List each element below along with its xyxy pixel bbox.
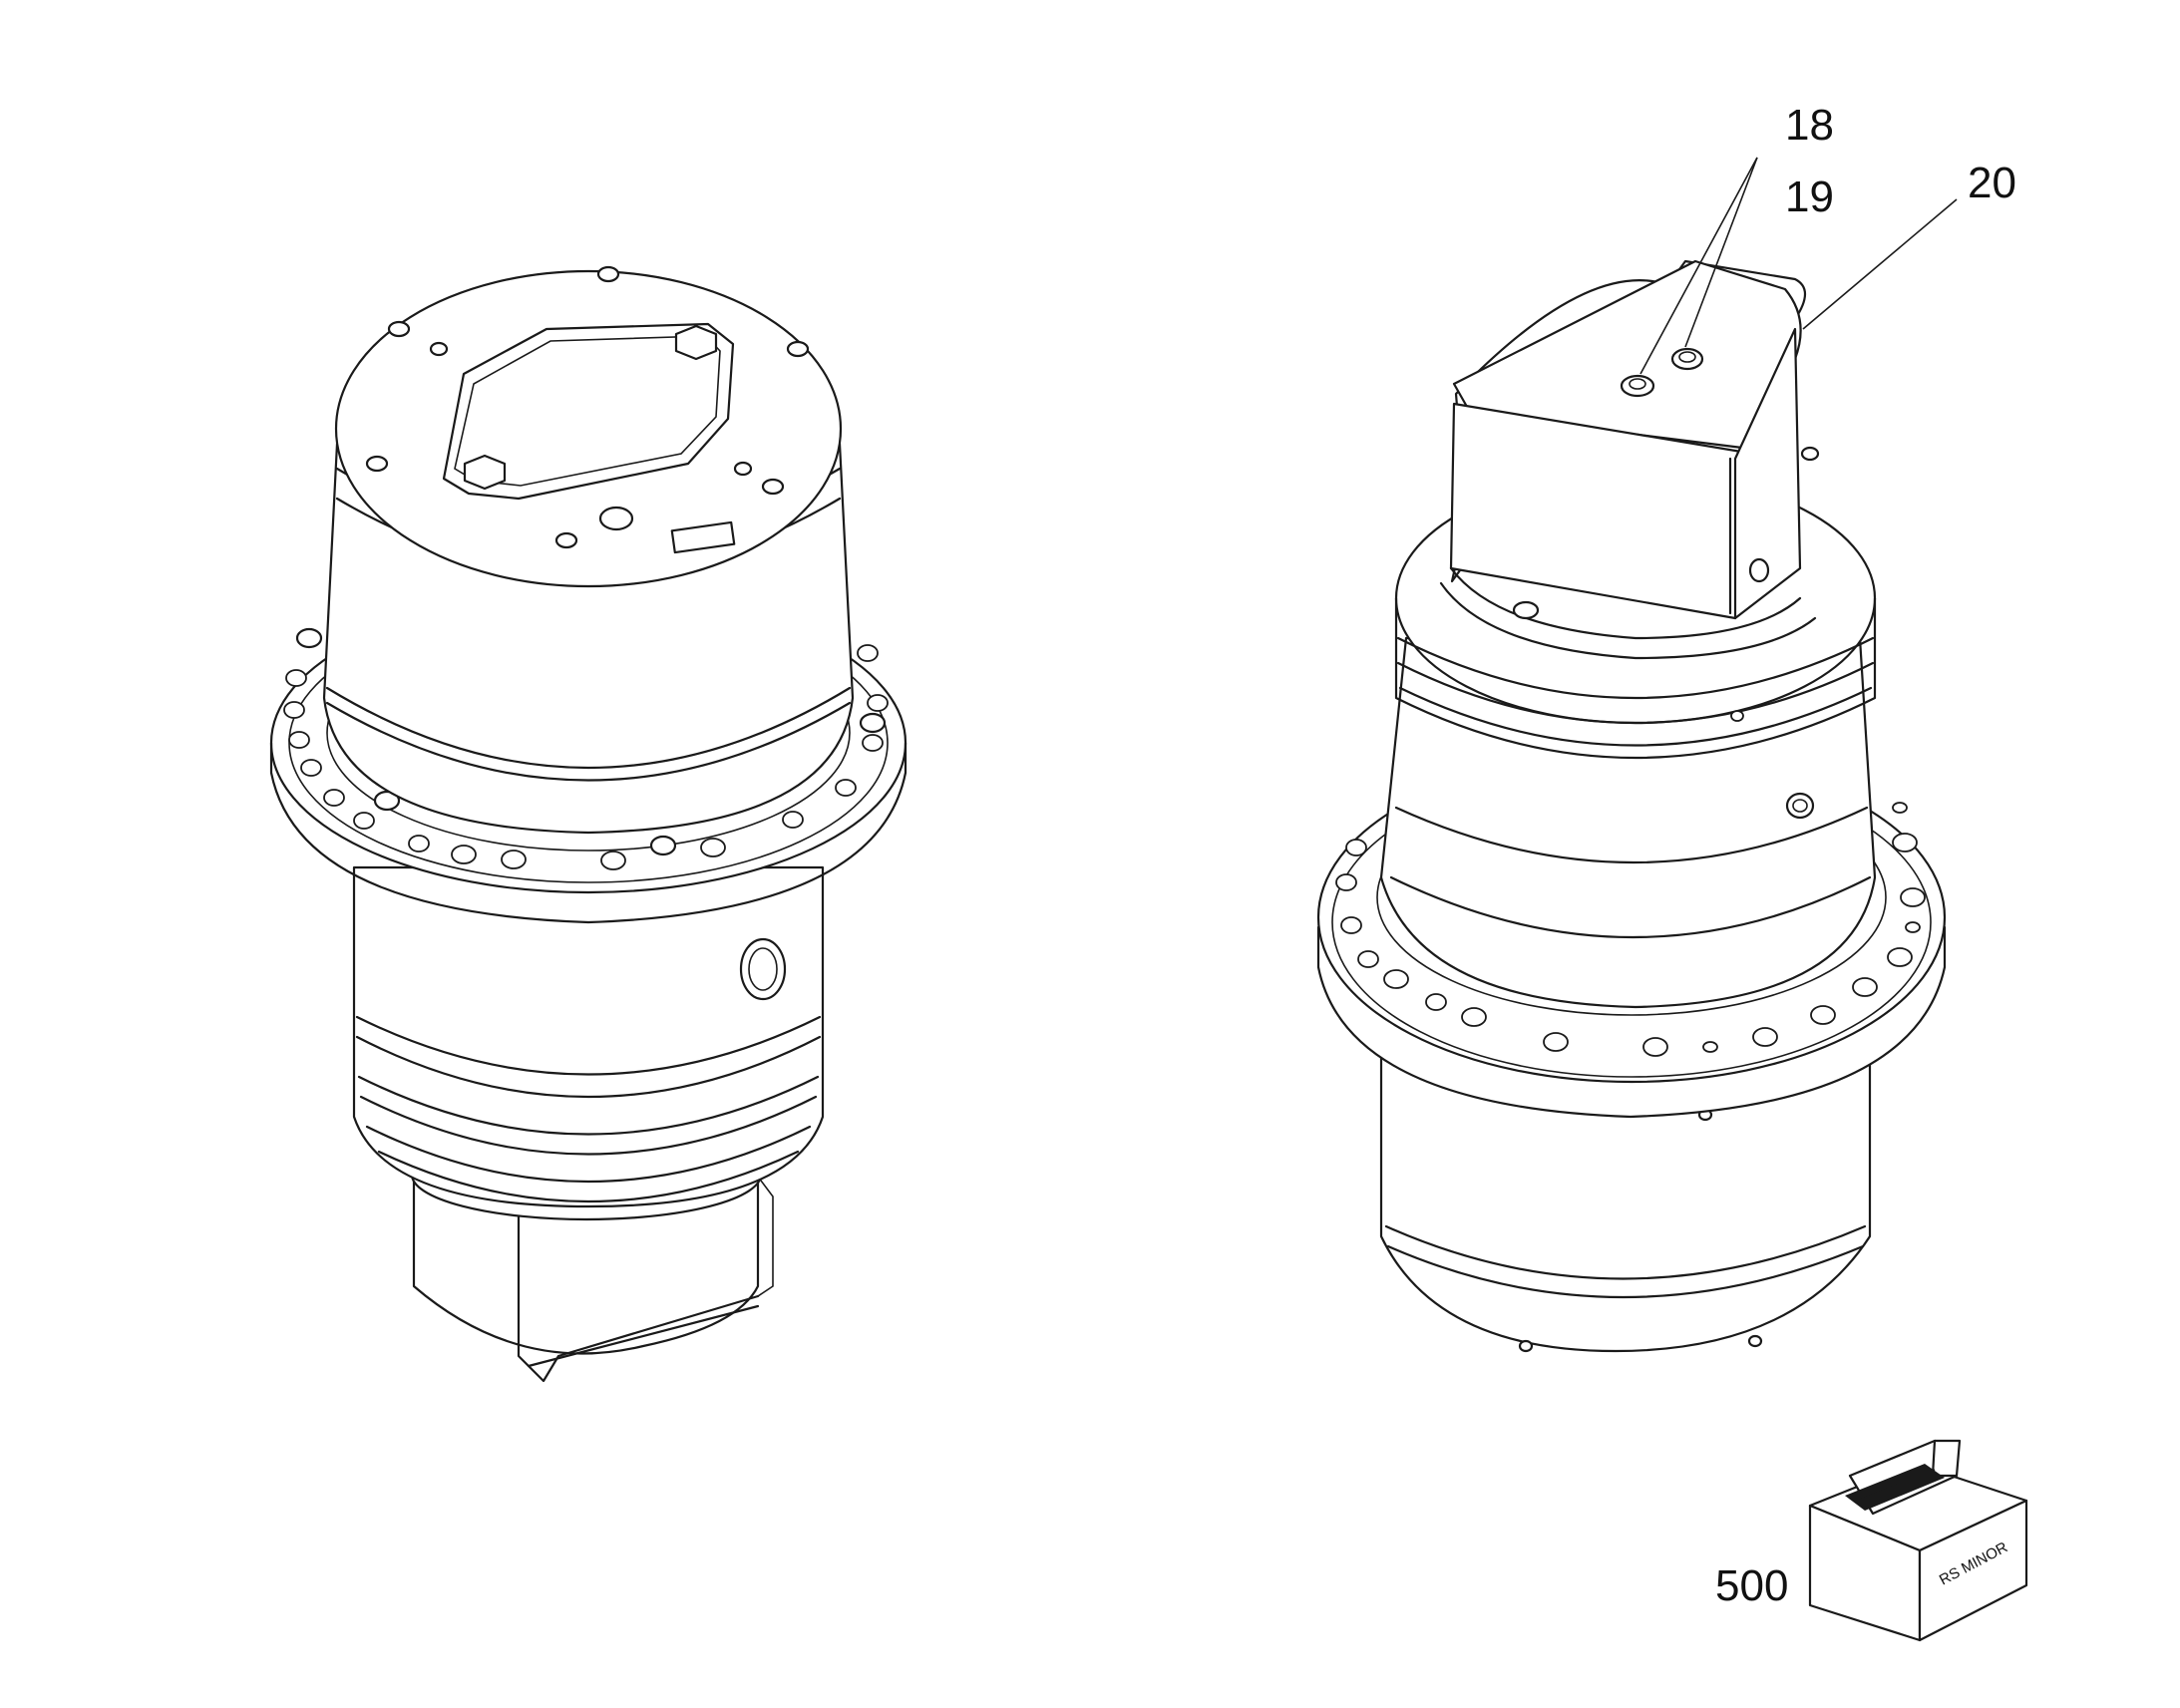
left-flange-bolts [295, 627, 887, 856]
left-cover-bolts [365, 265, 810, 549]
callout-18: 18 [1785, 101, 1834, 150]
left-flange-holes [283, 644, 889, 870]
package-box-icon: RS MINOR [1808, 1439, 2028, 1642]
right-bottom-housing [1379, 1035, 1872, 1353]
callout-20: 20 [1968, 159, 2016, 207]
left-lower-body [352, 865, 825, 1208]
callout-500: 500 [1715, 1561, 1788, 1610]
right-motor-cap [1439, 259, 1820, 660]
left-gearbox-assembly [269, 265, 908, 1383]
right-gearbox-assembly [1316, 259, 1947, 1353]
left-top-cover [334, 265, 843, 588]
callout-leaders [1639, 157, 1958, 375]
callout-19: 19 [1785, 172, 1834, 221]
right-flange-holes [1335, 802, 1926, 1057]
